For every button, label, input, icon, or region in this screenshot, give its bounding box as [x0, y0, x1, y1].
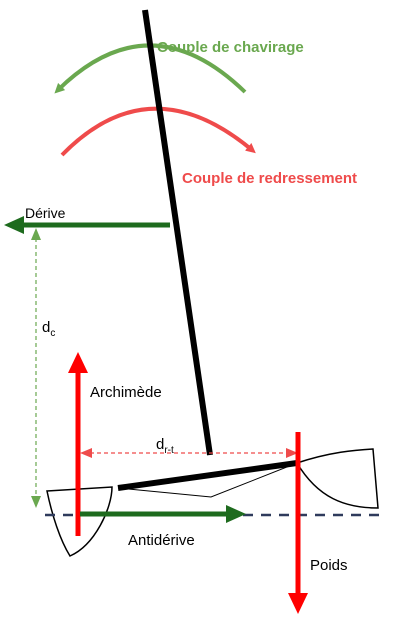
dc-label: dc	[42, 319, 55, 339]
drt-label: dr-t	[156, 436, 174, 456]
archimede-label: Archimède	[90, 384, 162, 401]
derive-label: Dérive	[25, 205, 66, 221]
poids-arrow-head	[288, 593, 308, 614]
drt-arrow-left	[80, 448, 92, 458]
antiderive-arrow-head	[226, 505, 246, 523]
poids-label: Poids	[310, 557, 348, 574]
drt-arrow-right	[286, 448, 298, 458]
bridle-lines	[117, 462, 298, 498]
derive-arrow-head	[4, 216, 24, 234]
dc-arrow-top	[31, 228, 41, 240]
mast	[142, 9, 213, 456]
couple-redressement-arc	[60, 106, 256, 157]
couple-redressement-label: Couple de redressement	[182, 170, 357, 187]
dc-arrow-bottom	[31, 496, 41, 508]
couple-chavirage-label: Couple de chavirage	[157, 39, 304, 56]
antiderive-label: Antidérive	[128, 532, 195, 549]
cross-beam	[117, 460, 298, 491]
right-hull	[295, 448, 379, 509]
archimede-arrow-head	[68, 352, 88, 373]
